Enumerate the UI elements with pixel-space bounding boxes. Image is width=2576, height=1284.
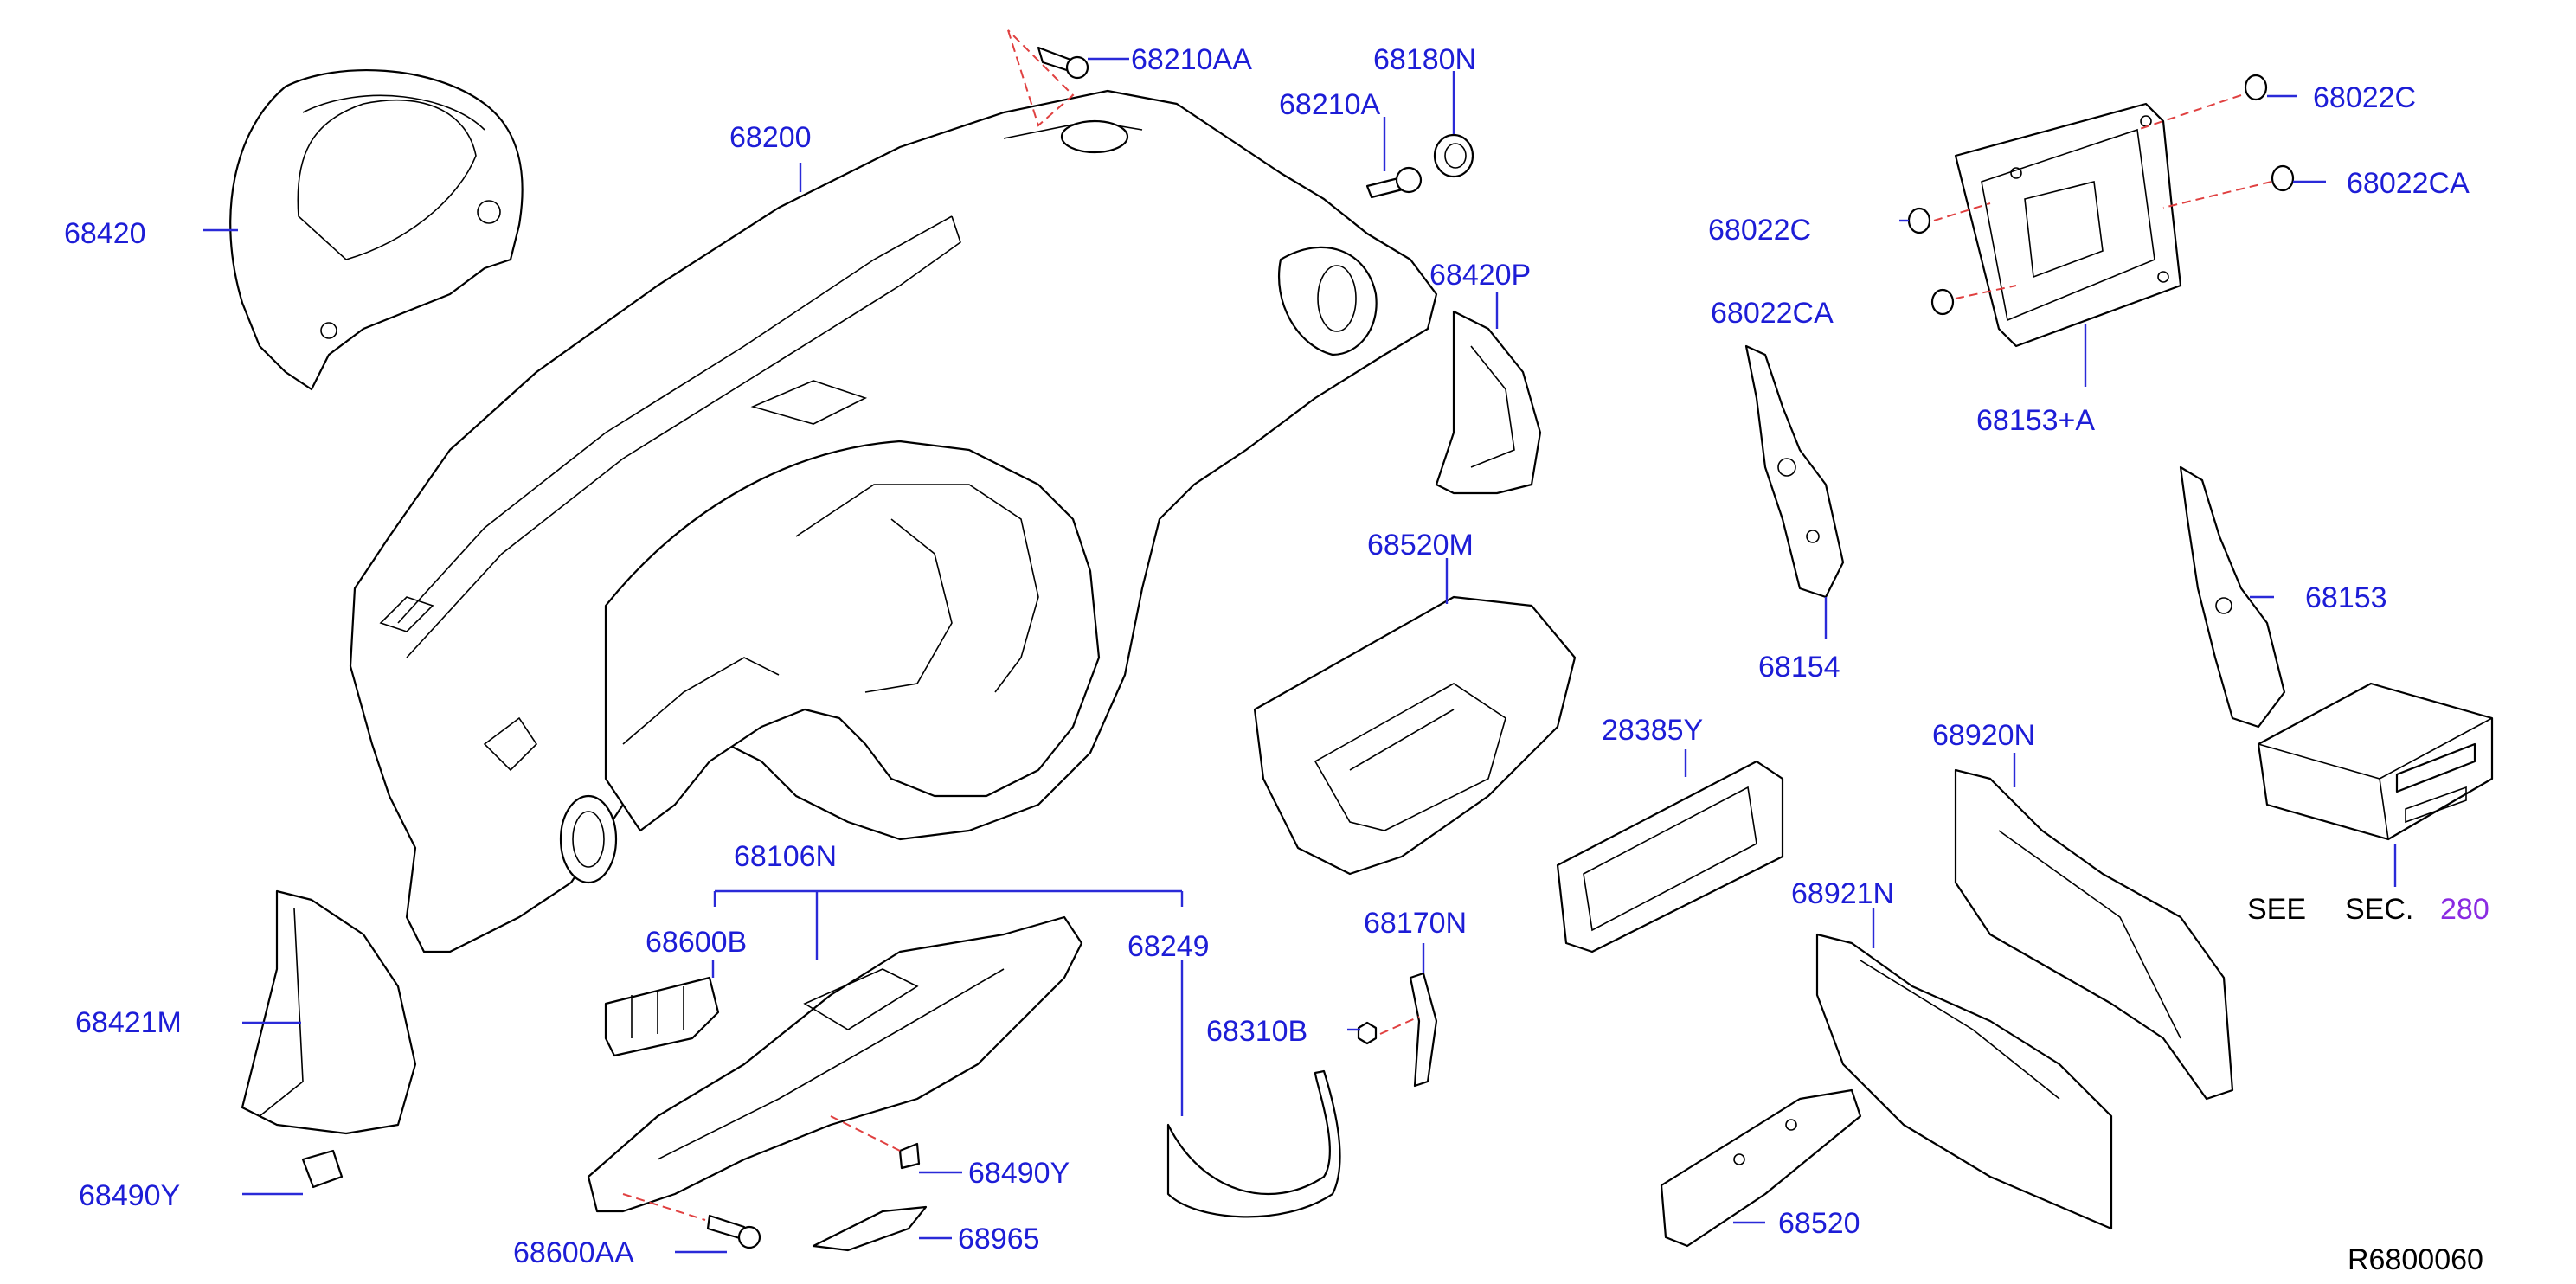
bezel-68249 <box>1166 1069 1341 1218</box>
lower-panel-68106N <box>587 915 1083 1213</box>
lid-68520 <box>1660 1088 1862 1248</box>
label-68180N: 68180N <box>1373 43 1476 76</box>
audio-unit <box>2257 682 2494 841</box>
sec-text: SEC. <box>2345 893 2413 926</box>
leader-lines <box>203 57 2397 1254</box>
label-68106N: 68106N <box>734 840 837 873</box>
bracket-assy-68153A <box>1954 102 2182 348</box>
see-text: SEE <box>2247 893 2306 926</box>
label-68170N: 68170N <box>1364 907 1467 940</box>
diagram-reference-code: R6800060 <box>2348 1243 2483 1276</box>
grommet-68180N <box>1433 133 1474 178</box>
label-68022C-lower: 68022C <box>1708 214 1811 247</box>
washers-68022 <box>1907 74 2295 316</box>
label-68022CA-lower: 68022CA <box>1711 297 1834 330</box>
screw-68210A <box>1365 166 1423 199</box>
label-68154: 68154 <box>1758 651 1840 684</box>
screw-68210AA <box>1037 46 1089 80</box>
sec-number-link[interactable]: 280 <box>2440 893 2489 926</box>
label-68490Y-right: 68490Y <box>968 1157 1070 1190</box>
label-68600B: 68600B <box>646 926 747 959</box>
dashed-guide-68310B <box>1379 1016 1420 1035</box>
label-68249: 68249 <box>1127 930 1210 963</box>
glove-box-68920N <box>1954 768 2234 1101</box>
label-68965: 68965 <box>958 1223 1040 1255</box>
label-68921N: 68921N <box>1791 877 1894 910</box>
dashed-guide-68210AA <box>1007 29 1075 127</box>
label-68022C-upper: 68022C <box>2313 81 2416 114</box>
label-68200: 68200 <box>729 121 812 154</box>
label-68210A: 68210A <box>1279 88 1381 121</box>
label-68520: 68520 <box>1778 1207 1860 1240</box>
label-68022CA-upper: 68022CA <box>2347 167 2470 200</box>
bracket-68154 <box>1744 344 1845 599</box>
bracket-68170N <box>1409 972 1438 1088</box>
bracket-68600B <box>604 976 720 1057</box>
label-68520M: 68520M <box>1367 529 1474 562</box>
instrument-panel-part <box>349 89 1438 953</box>
label-68310B: 68310B <box>1206 1015 1307 1048</box>
label-68600AA: 68600AA <box>513 1236 634 1269</box>
cover-68965 <box>812 1205 928 1252</box>
dashed-guide-68022 <box>1933 94 2272 299</box>
bracket-28385Y <box>1556 760 1784 953</box>
label-68920N: 68920N <box>1932 719 2035 752</box>
clip-68490Y-left <box>301 1149 344 1189</box>
glove-box-lid-68921N <box>1815 933 2113 1230</box>
label-68153A: 68153+A <box>1976 404 2095 437</box>
side-finisher-68420P <box>1435 310 1542 495</box>
nut-68310B <box>1357 1021 1378 1045</box>
dashed-guide-68600AA <box>622 1193 706 1221</box>
bracket-68153 <box>2179 465 2286 729</box>
label-68490Y-left: 68490Y <box>79 1179 180 1212</box>
label-28385Y: 28385Y <box>1602 714 1703 747</box>
finisher-68421M <box>241 889 417 1135</box>
clip-68490Y-right <box>898 1142 921 1170</box>
cluster-hood-part <box>229 69 524 391</box>
label-68421M: 68421M <box>75 1006 182 1039</box>
label-68420: 68420 <box>64 217 146 250</box>
screw-68600AA <box>706 1214 761 1249</box>
cluster-lid-68520M <box>1253 595 1577 876</box>
label-68153: 68153 <box>2305 581 2387 614</box>
label-68210AA: 68210AA <box>1131 43 1252 76</box>
label-68420P: 68420P <box>1429 259 1531 292</box>
